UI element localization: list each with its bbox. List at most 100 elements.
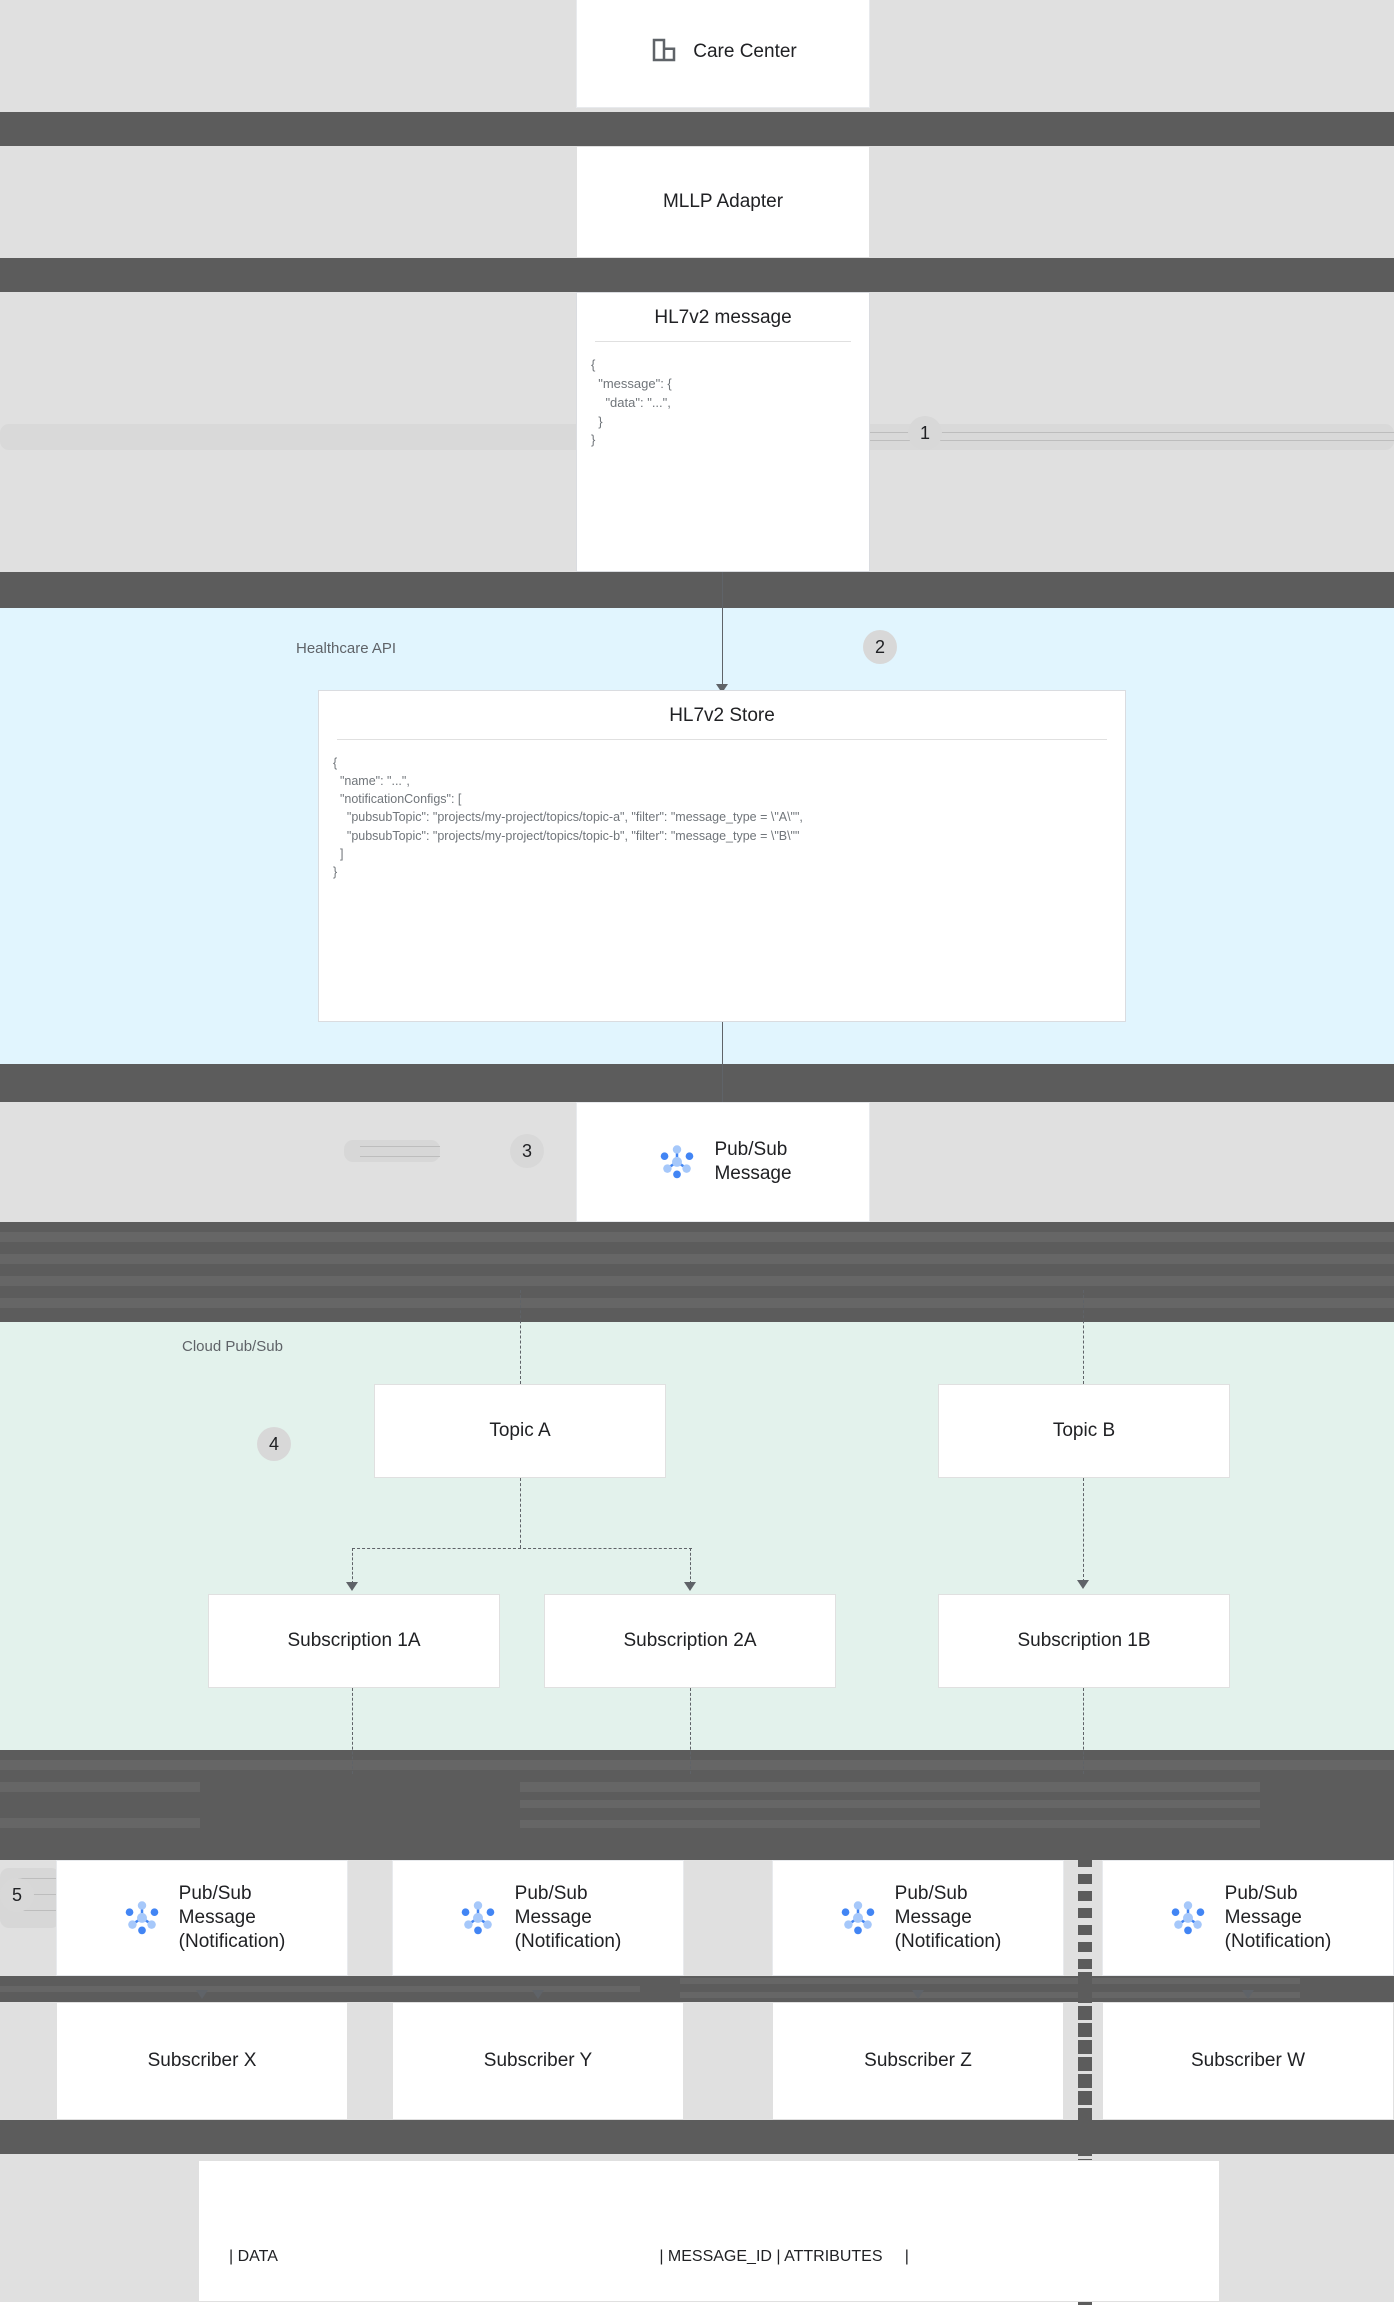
step-marker-1: 1 xyxy=(908,416,942,450)
connector-sub1a-arrow xyxy=(346,1582,358,1591)
pubsub-icon xyxy=(455,1893,501,1944)
node-subscriber-w[interactable]: Subscriber W xyxy=(1102,2002,1394,2120)
card-hl7v2-store[interactable]: HL7v2 Store { "name": "...", "notificati… xyxy=(318,690,1126,1022)
zone-label-cloud-pubsub: Cloud Pub/Sub xyxy=(182,1338,283,1355)
occlusion-2 xyxy=(0,258,1394,292)
occlusion-hairline-7 xyxy=(18,1910,64,1911)
notification-4-label: Pub/Sub Message (Notification) xyxy=(1224,1882,1332,1953)
pubsub-icon xyxy=(654,1137,700,1188)
occlusion-hairline-2 xyxy=(612,440,1394,441)
step-marker-4: 4 xyxy=(257,1427,291,1461)
console-output[interactable]: | DATA | MESSAGE_ID | ATTRIBUTES | | ---… xyxy=(198,2160,1220,2302)
subscriber-x-label: Subscriber X xyxy=(147,2050,257,2072)
node-topic-a[interactable]: Topic A xyxy=(374,1384,666,1478)
node-subscriber-z[interactable]: Subscriber Z xyxy=(772,2002,1064,2120)
connector-message-to-store xyxy=(722,572,723,686)
occlusion-hairline-5 xyxy=(18,1878,64,1879)
pubsub-icon xyxy=(1165,1893,1211,1944)
occlusion-1 xyxy=(0,112,1394,146)
step-marker-3: 3 xyxy=(510,1134,544,1168)
connector-subscriber-x-arrow xyxy=(196,1990,208,1999)
console-line-header: | DATA | MESSAGE_ID | ATTRIBUTES | xyxy=(229,2248,909,2265)
connector-sub2a-stem xyxy=(690,1688,691,1774)
occlusion-stripe-g xyxy=(520,1782,1260,1792)
occlusion-stripe-d xyxy=(0,1298,1394,1308)
occlusion-stripe-e xyxy=(0,1760,1394,1770)
occlusion-stripe-l xyxy=(680,1978,1300,1984)
topic-b-label: Topic B xyxy=(1052,1420,1116,1442)
pubsub-message-label: Pub/Sub Message xyxy=(714,1138,792,1184)
node-subscription-1a[interactable]: Subscription 1A xyxy=(208,1594,500,1688)
occlusion-stripe-c xyxy=(0,1276,1394,1286)
node-topic-b[interactable]: Topic B xyxy=(938,1384,1230,1478)
connector-message-to-store-arrow xyxy=(716,684,728,693)
step-marker-5: 5 xyxy=(0,1878,34,1912)
occlusion-stripe-m xyxy=(680,1992,1300,1998)
hl7v2-message-title: HL7v2 message xyxy=(654,307,792,328)
occlusion-stripe-h xyxy=(520,1800,1260,1808)
subscription-1a-label: Subscription 1A xyxy=(287,1630,421,1652)
occlusion-stripe-i xyxy=(0,1818,200,1828)
subscriber-w-label: Subscriber W xyxy=(1190,2050,1306,2072)
topic-a-label: Topic A xyxy=(489,1420,551,1442)
connector-to-topic-a xyxy=(520,1290,521,1384)
occlusion-hairline-6 xyxy=(18,1894,64,1895)
connector-subscriber-y-arrow xyxy=(532,1990,544,1999)
connector-sub2a-drop xyxy=(690,1548,691,1584)
notification-1-label: Pub/Sub Message (Notification) xyxy=(178,1882,286,1953)
occlusion-stripe-b xyxy=(0,1254,1394,1264)
occlusion-bar-left-1 xyxy=(0,424,586,450)
occlusion-3 xyxy=(0,572,1394,608)
node-subscriber-x[interactable]: Subscriber X xyxy=(56,2002,348,2120)
connector-store-to-pubsub-message xyxy=(722,1022,723,1102)
occlusion-bar-marker3 xyxy=(344,1140,440,1162)
occlusion-hairline-4 xyxy=(360,1156,440,1157)
occlusion-stripe-a xyxy=(0,1232,1394,1242)
connector-sub1a-stem xyxy=(352,1688,353,1774)
pubsub-icon xyxy=(119,1893,165,1944)
subscriber-y-label: Subscriber Y xyxy=(483,2050,593,2072)
node-notification-1[interactable]: Pub/Sub Message (Notification) xyxy=(56,1860,348,1976)
zone-label-healthcare-api: Healthcare API xyxy=(296,640,397,657)
connector-sub1a-drop xyxy=(352,1548,353,1584)
connector-topic-a-bus xyxy=(352,1548,692,1549)
connector-subscriber-z-arrow xyxy=(912,1990,924,1999)
care-center-label: Care Center xyxy=(693,40,797,62)
node-subscription-2a[interactable]: Subscription 2A xyxy=(544,1594,836,1688)
subscriber-z-label: Subscriber Z xyxy=(864,2050,972,2072)
connector-to-topic-b xyxy=(1083,1290,1084,1384)
node-subscriber-y[interactable]: Subscriber Y xyxy=(392,2002,684,2120)
card-hl7v2-message[interactable]: HL7v2 message { "message": { "data": "..… xyxy=(576,292,870,572)
occlusion-hairline-3 xyxy=(360,1146,440,1147)
connector-sub2a-arrow xyxy=(684,1582,696,1591)
subscription-2a-label: Subscription 2A xyxy=(623,1630,757,1652)
hl7v2-store-code: { "name": "...", "notificationConfigs": … xyxy=(333,756,803,879)
connector-subscriber-w-arrow xyxy=(1242,1990,1254,1999)
building-icon xyxy=(649,35,679,70)
connector-sub1b-stem xyxy=(1083,1688,1084,1774)
hl7v2-store-title: HL7v2 Store xyxy=(669,705,775,726)
connector-topic-a-stem xyxy=(520,1478,521,1548)
occlusion-stripe-j xyxy=(520,1820,1260,1828)
occlusion-hairline-1 xyxy=(612,432,1394,433)
node-pubsub-message[interactable]: Pub/Sub Message xyxy=(576,1102,870,1222)
card-divider-store xyxy=(337,739,1107,740)
occlusion-stripe-k xyxy=(0,1986,640,1992)
node-notification-3[interactable]: Pub/Sub Message (Notification) xyxy=(772,1860,1064,1976)
subscription-1b-label: Subscription 1B xyxy=(1017,1630,1151,1652)
node-subscription-1b[interactable]: Subscription 1B xyxy=(938,1594,1230,1688)
pubsub-icon xyxy=(835,1893,881,1944)
node-notification-2[interactable]: Pub/Sub Message (Notification) xyxy=(392,1860,684,1976)
mllp-adapter-label: MLLP Adapter xyxy=(662,191,784,213)
occlusion-8 xyxy=(0,2120,1394,2154)
node-care-center[interactable]: Care Center xyxy=(576,0,870,108)
occlusion-stripe-f xyxy=(0,1782,200,1792)
notification-2-label: Pub/Sub Message (Notification) xyxy=(514,1882,622,1953)
node-mllp-adapter[interactable]: MLLP Adapter xyxy=(576,146,870,258)
step-marker-2: 2 xyxy=(863,630,897,664)
card-divider xyxy=(595,341,851,342)
occlusion-4 xyxy=(0,1064,1394,1102)
connector-topic-b-drop xyxy=(1083,1478,1084,1582)
node-notification-4[interactable]: Pub/Sub Message (Notification) xyxy=(1102,1860,1394,1976)
